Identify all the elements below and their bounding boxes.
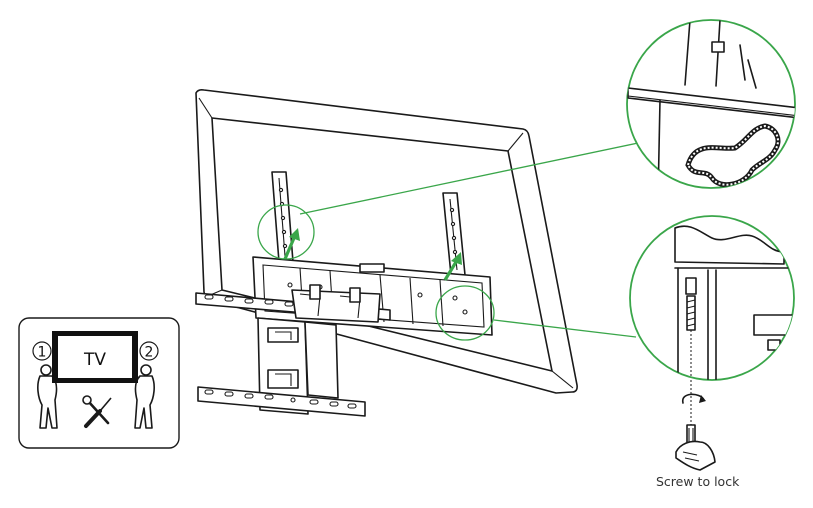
tv-back-panel xyxy=(196,90,577,393)
two-person-instruction-box: TV 1 2 xyxy=(19,318,179,448)
detail-view-top xyxy=(627,20,800,200)
detail-view-bottom xyxy=(630,216,800,380)
hand-icon xyxy=(676,425,715,470)
caption-screw-to-lock: Screw to lock xyxy=(656,474,740,489)
person-1-label: 1 xyxy=(38,345,47,361)
person-2-label: 2 xyxy=(145,345,154,361)
tv-label: TV xyxy=(83,350,106,370)
rotate-arrow-icon xyxy=(683,380,706,425)
